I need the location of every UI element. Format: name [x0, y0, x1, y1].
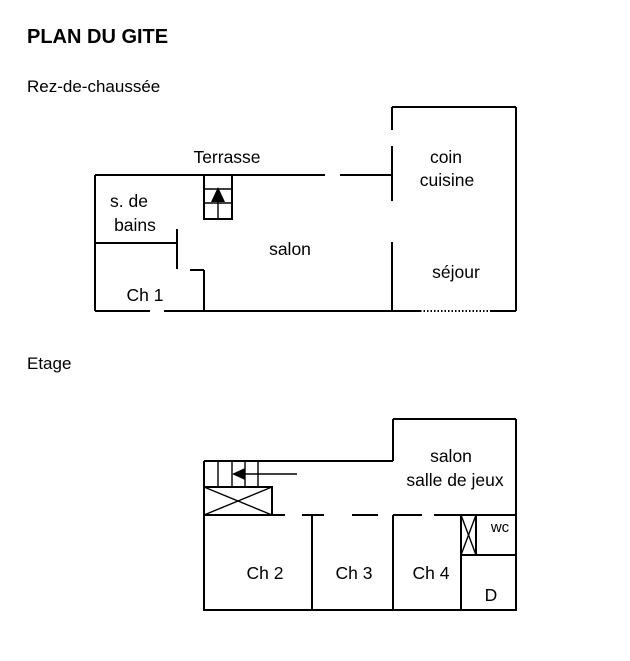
wc-label: wc: [490, 519, 510, 536]
ground-floor-walls: [94, 106, 517, 312]
ground-floor-label: Rez-de-chaussée: [27, 77, 161, 96]
wc-void-cross: [460, 514, 477, 556]
upper-floor-plan: salon salle de jeux Ch 2 Ch 3 Ch 4 wc D: [203, 418, 517, 611]
stair-arrow-icon: [232, 468, 245, 480]
salon-label: salon: [269, 239, 311, 259]
ch4-label: Ch 4: [413, 563, 450, 583]
ch2-label: Ch 2: [247, 563, 284, 583]
bathroom-label-line2: bains: [114, 215, 156, 235]
upper-floor-staircase: [203, 460, 297, 516]
ground-floor-staircase: [203, 174, 233, 220]
upper-floor-label: Etage: [27, 354, 72, 373]
cuisine-label: cuisine: [420, 170, 474, 190]
plan-title: PLAN DU GITE: [27, 26, 169, 48]
salle-de-jeux-label: salle de jeux: [406, 470, 504, 490]
upper-salon-label: salon: [430, 446, 472, 466]
coin-label: coin: [430, 147, 462, 167]
bathroom-label-line1: s. de: [110, 191, 148, 211]
stair-up-arrow-icon: [211, 187, 225, 202]
ch3-label: Ch 3: [336, 563, 373, 583]
sejour-label: séjour: [432, 262, 480, 282]
ground-floor-plan: Terrasse s. de bains salon Ch 1 coin cui…: [94, 106, 517, 312]
terrasse-label: Terrasse: [193, 147, 260, 167]
ch1-label: Ch 1: [127, 285, 164, 305]
d-label: D: [485, 585, 498, 605]
